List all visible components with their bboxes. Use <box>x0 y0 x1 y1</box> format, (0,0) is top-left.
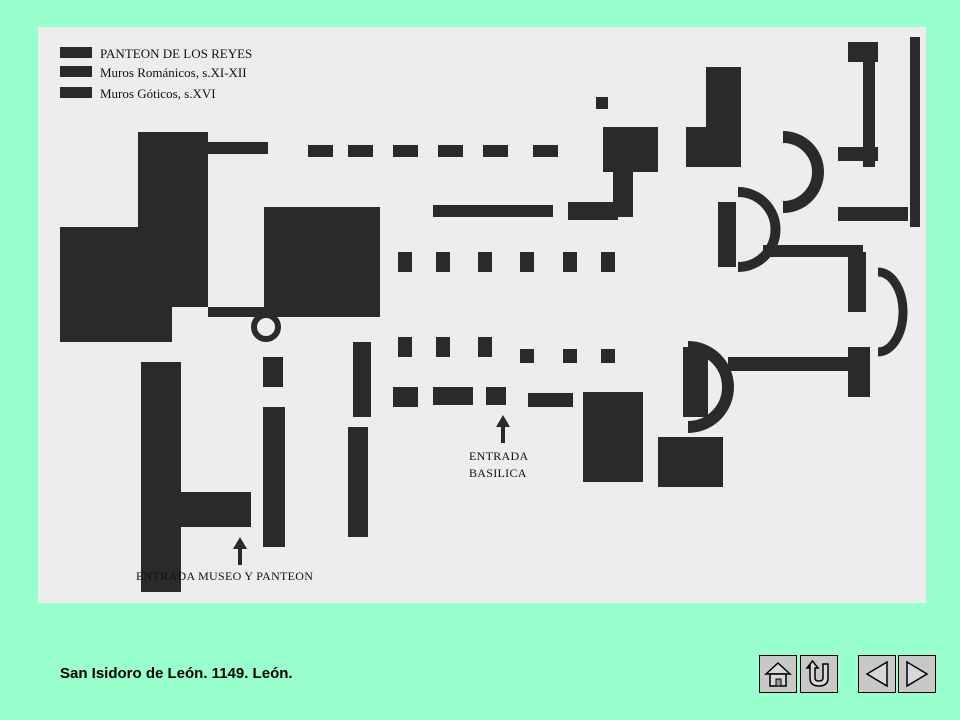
museum-arrow-icon <box>233 537 247 549</box>
museum-pier-right <box>348 427 368 537</box>
floor-plan-drawing: PANTEON DE LOS REYES Muros Románicos, s.… <box>60 37 920 592</box>
legend-label-panteon: PANTEON DE LOS REYES <box>100 46 252 61</box>
panteon-west-block <box>60 227 172 342</box>
floor-plan-image: PANTEON DE LOS REYES Muros Románicos, s.… <box>38 27 926 603</box>
legend: PANTEON DE LOS REYES Muros Románicos, s.… <box>60 46 252 101</box>
museum-east-wall <box>263 407 285 547</box>
museum-south-wall <box>141 492 251 527</box>
previous-icon <box>865 660 888 688</box>
basilica-west-wall <box>368 207 380 317</box>
previous-button[interactable] <box>858 655 896 693</box>
entrance-arrows <box>233 415 510 565</box>
next-button[interactable] <box>898 655 936 693</box>
legend-swatch-romanicos <box>60 66 92 77</box>
plan-walls <box>60 37 920 592</box>
home-button[interactable] <box>759 655 797 693</box>
legend-label-romanicos: Muros Románicos, s.XI-XII <box>100 65 247 80</box>
transept-south <box>583 392 643 482</box>
entrance-basilica-label-line1: ENTRADA <box>469 449 528 463</box>
next-icon <box>906 660 929 688</box>
legend-swatch-panteon <box>60 47 92 58</box>
panteon-central-block <box>264 207 368 317</box>
return-button[interactable] <box>800 655 838 693</box>
transept-north <box>603 127 658 172</box>
slide-caption: San Isidoro de León. 1149. León. <box>60 665 293 682</box>
legend-swatch-goticos <box>60 87 92 98</box>
museum-west-wall <box>141 362 181 592</box>
museum-pier <box>263 357 283 387</box>
cloister-north-wall <box>208 142 268 154</box>
basilica-arrow-icon <box>496 415 510 427</box>
entrance-museum-label: ENTRADA MUSEO Y PANTEON <box>136 569 313 583</box>
entrance-basilica-label-line2: BASILICA <box>469 466 527 480</box>
home-icon <box>764 661 792 687</box>
return-icon <box>805 659 829 687</box>
cloister-south-wall <box>208 307 278 317</box>
legend-label-goticos: Muros Góticos, s.XVI <box>100 86 216 101</box>
